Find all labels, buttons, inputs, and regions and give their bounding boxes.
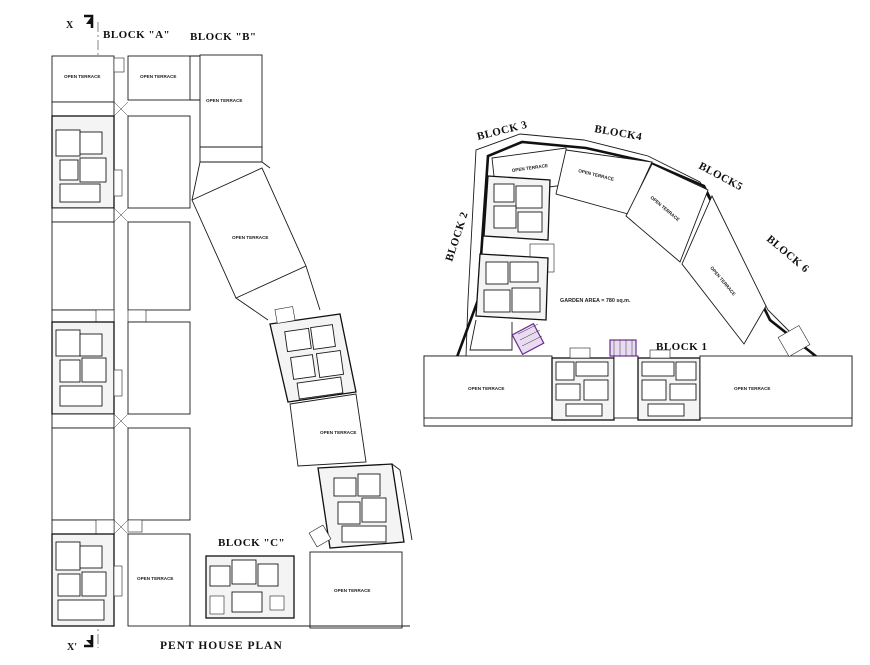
block-c-label: BLOCK "C" (218, 537, 285, 549)
svg-text:OPEN TERRACE: OPEN TERRACE (137, 576, 174, 581)
block-4-label: BLOCK4 (593, 123, 643, 143)
svg-text:OPEN TERRACE: OPEN TERRACE (334, 588, 371, 593)
pent-house-plan-title: PENT HOUSE PLAN (160, 640, 283, 652)
block-6-label: BLOCK 6 (764, 233, 811, 275)
svg-text:OPEN TERRACE: OPEN TERRACE (206, 98, 243, 103)
block-3-label: BLOCK 3 (476, 119, 529, 143)
block-a-right-column: OPEN TERRACE OPEN TERRACE (113, 55, 191, 627)
left-plan: X X' BLOCK "A" BLOCK "B" BLOCK "C" OPEN … (51, 14, 413, 653)
svg-text:OPEN TERRACE: OPEN TERRACE (511, 163, 548, 173)
open-terrace-label: OPEN TERRACE (64, 74, 101, 79)
block-2-label: BLOCK 2 (443, 210, 470, 263)
svg-text:OPEN TERRACE: OPEN TERRACE (468, 386, 505, 391)
right-plan: BLOCK 3 BLOCK4 BLOCK5 BLOCK 6 BLOCK 2 BL… (423, 119, 853, 427)
block-b-run: OPEN TERRACE OPEN TERRACE OPEN TERRACE (190, 54, 413, 629)
axis-label-top: X (66, 20, 74, 31)
svg-text:OPEN TERRACE: OPEN TERRACE (734, 386, 771, 391)
garden-area-label: GARDEN AREA = 780 sq.m. (560, 298, 631, 304)
axis-label-bottom: X' (67, 642, 77, 653)
block-a-label: BLOCK "A" (103, 29, 170, 41)
block-c (189, 534, 410, 627)
svg-text:OPEN TERRACE: OPEN TERRACE (232, 235, 269, 240)
svg-text:OPEN TERRACE: OPEN TERRACE (320, 430, 357, 435)
block-a-column: OPEN TERRACE (51, 55, 125, 627)
svg-text:OPEN TERRACE: OPEN TERRACE (140, 74, 177, 79)
block-b-label: BLOCK "B" (190, 31, 257, 43)
